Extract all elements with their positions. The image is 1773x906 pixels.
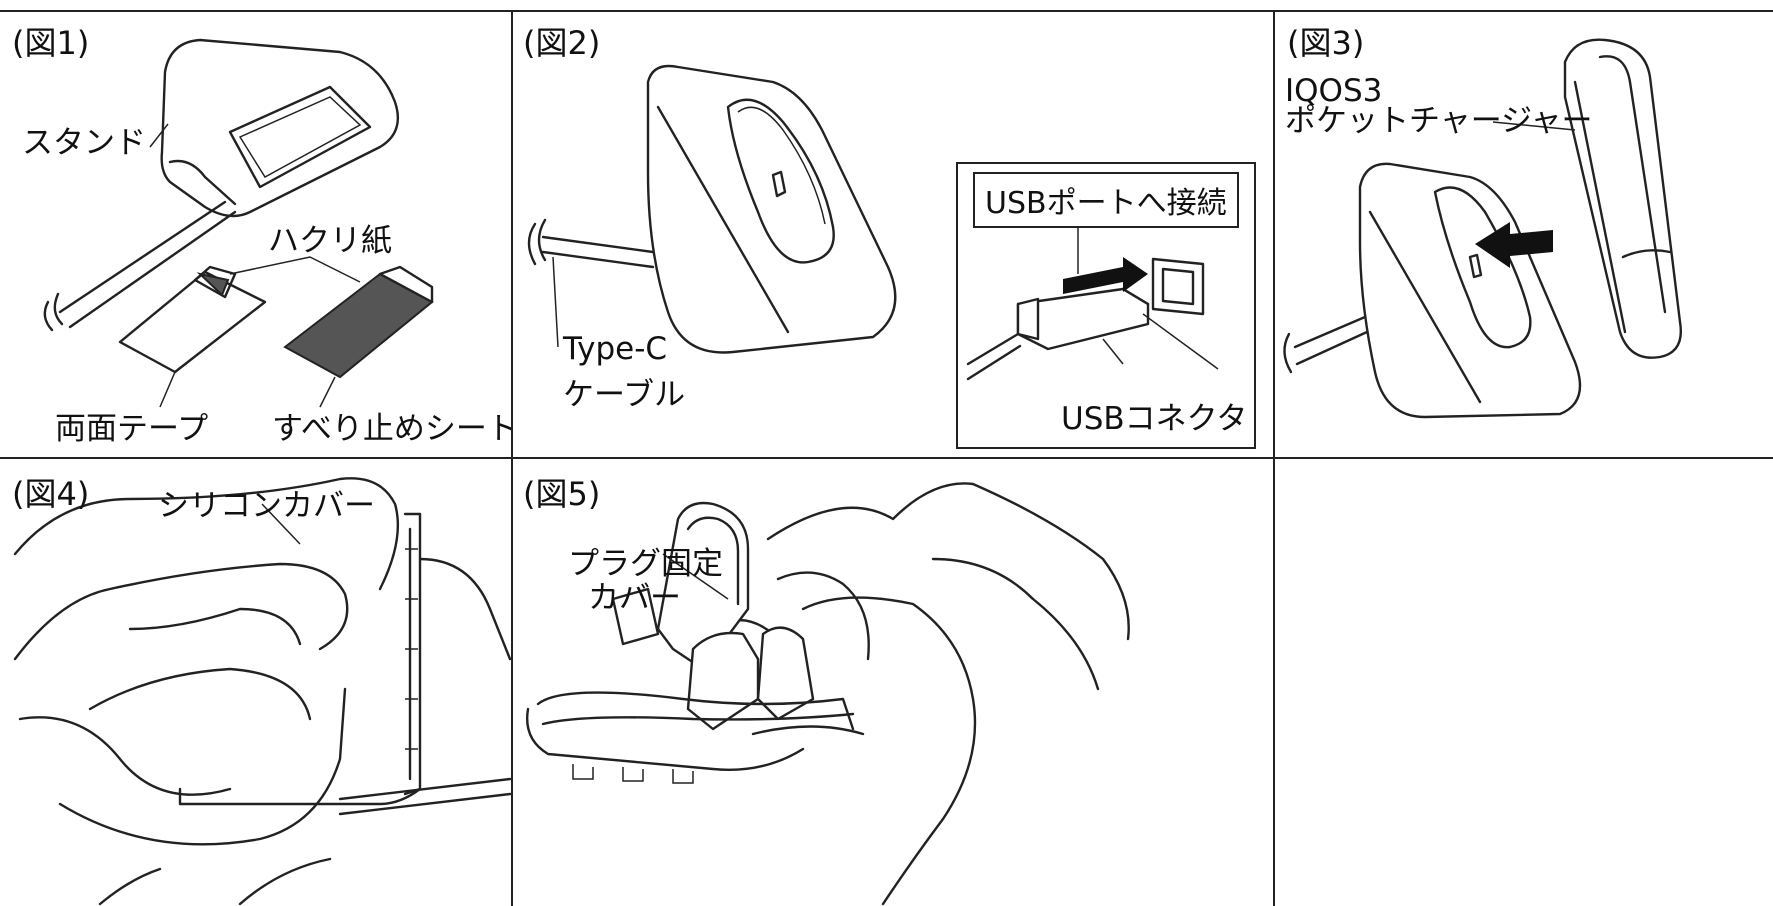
figure-3-title: (図3) <box>1287 24 1365 62</box>
stand-label: スタンド <box>22 125 146 161</box>
empty-panel <box>1275 459 1773 906</box>
figure-1-illustration <box>43 38 434 408</box>
silicone-cover-label: シリコンカバー <box>158 488 375 524</box>
figure-4-panel: (図4) シリコンカバー <box>0 459 513 906</box>
release-paper-label: ハクリ紙 <box>268 223 392 259</box>
iqos3-label-line1: IQOS3 <box>1285 73 1383 109</box>
figure-2-title: (図2) <box>523 24 601 62</box>
figure-1-panel: (図1) スタンド ハクリ紙 両面テープ すべり止めシート <box>0 10 513 459</box>
type-c-cable-label-line1: Type-C <box>563 331 668 367</box>
double-tape-label: 両面テープ <box>55 411 209 447</box>
type-c-cable-label-line2: ケーブル <box>563 377 686 413</box>
figure-3-panel: (図3) IQOS3 ポケットチャージャー <box>1275 10 1773 459</box>
usb-connection-illustration <box>966 219 1219 381</box>
figure-5-illustration <box>526 482 1130 906</box>
usb-connection-inset <box>956 162 1256 449</box>
figure-2-illustration <box>527 64 897 354</box>
figure-3-illustration <box>1283 38 1682 419</box>
figure-2-panel: (図2) Type-C ケーブル USBポートへ接続 USBコネクタ <box>513 10 1275 459</box>
figure-5-title: (図5) <box>523 475 601 513</box>
figure-4-illustration <box>13 477 511 906</box>
plug-cover-label-line1: プラグ固定 <box>568 546 723 582</box>
figure-4-title: (図4) <box>12 475 90 513</box>
figure-5-panel: (図5) プラグ固定 カバー <box>513 459 1275 906</box>
plug-cover-label-line2: カバー <box>588 580 681 616</box>
usb-connector-label: USBコネクタ <box>1061 401 1248 437</box>
anti-slip-sheet-label: すべり止めシート <box>272 411 513 447</box>
iqos3-label-line2: ポケットチャージャー <box>1285 103 1593 139</box>
usb-port-label: USBポートへ接続 <box>973 172 1239 228</box>
figure-1-title: (図1) <box>12 24 90 62</box>
